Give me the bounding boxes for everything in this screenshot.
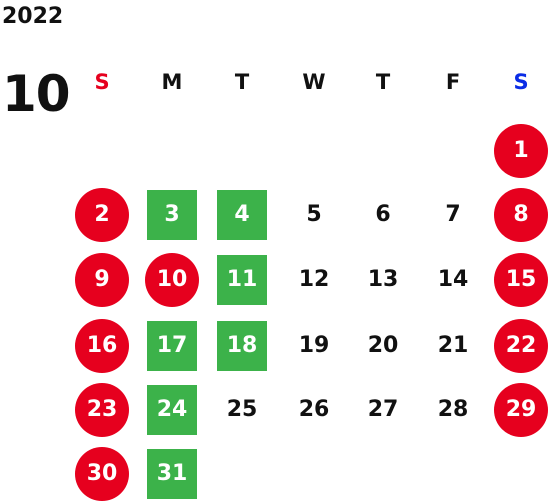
day-cell-8[interactable]: 8 xyxy=(494,188,548,242)
day-cell-20[interactable]: 20 xyxy=(367,333,399,358)
weekday-header-2: T xyxy=(234,70,250,94)
day-cell-2[interactable]: 2 xyxy=(75,188,129,242)
day-cell-13[interactable]: 13 xyxy=(367,267,399,292)
day-cell-19[interactable]: 19 xyxy=(298,333,330,358)
day-cell-3[interactable]: 3 xyxy=(147,190,197,240)
day-cell-26[interactable]: 26 xyxy=(298,397,330,422)
day-cell-16[interactable]: 16 xyxy=(75,319,129,373)
day-cell-7[interactable]: 7 xyxy=(445,202,461,227)
weekday-header-5: F xyxy=(445,70,461,94)
weekday-header-1: M xyxy=(161,70,183,94)
day-cell-25[interactable]: 25 xyxy=(226,397,258,422)
day-cell-23[interactable]: 23 xyxy=(75,383,129,437)
day-cell-29[interactable]: 29 xyxy=(494,383,548,437)
day-cell-1[interactable]: 1 xyxy=(494,124,548,178)
weekday-header-3: W xyxy=(302,70,326,94)
weekday-header-0: S xyxy=(94,70,110,94)
day-cell-28[interactable]: 28 xyxy=(437,397,469,422)
weekday-header-6: S xyxy=(513,70,529,94)
weekday-header-4: T xyxy=(375,70,391,94)
day-cell-10[interactable]: 10 xyxy=(145,253,199,307)
day-cell-9[interactable]: 9 xyxy=(75,253,129,307)
day-cell-5[interactable]: 5 xyxy=(306,202,322,227)
day-cell-18[interactable]: 18 xyxy=(217,321,267,371)
day-cell-21[interactable]: 21 xyxy=(437,333,469,358)
day-cell-11[interactable]: 11 xyxy=(217,255,267,305)
day-cell-24[interactable]: 24 xyxy=(147,385,197,435)
day-cell-17[interactable]: 17 xyxy=(147,321,197,371)
month-label: 10 xyxy=(2,65,71,123)
year-label: 2022 xyxy=(2,4,64,29)
day-cell-15[interactable]: 15 xyxy=(494,253,548,307)
day-cell-14[interactable]: 14 xyxy=(437,267,469,292)
day-cell-30[interactable]: 30 xyxy=(75,447,129,501)
day-cell-6[interactable]: 6 xyxy=(375,202,391,227)
day-cell-22[interactable]: 22 xyxy=(494,319,548,373)
day-cell-12[interactable]: 12 xyxy=(298,267,330,292)
day-cell-4[interactable]: 4 xyxy=(217,190,267,240)
day-cell-27[interactable]: 27 xyxy=(367,397,399,422)
day-cell-31[interactable]: 31 xyxy=(147,449,197,499)
